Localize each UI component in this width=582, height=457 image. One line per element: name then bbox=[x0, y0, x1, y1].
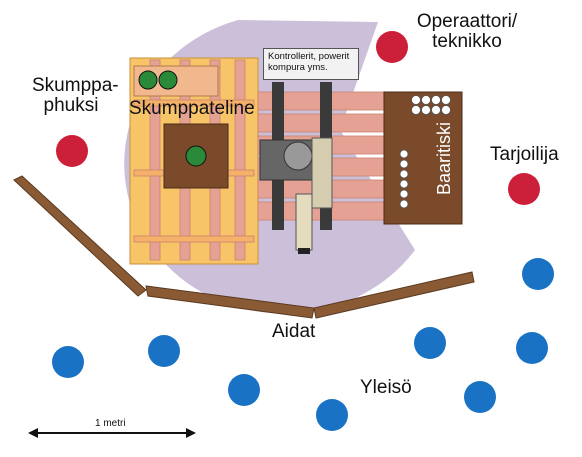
yleiso-label: Yleisö bbox=[360, 377, 412, 398]
scale-label: 1 metri bbox=[95, 418, 126, 429]
audience-marker bbox=[148, 335, 180, 367]
skumppaphuksi-label: Skumppa- phuksi bbox=[32, 75, 119, 116]
glass-icon bbox=[399, 159, 409, 169]
glass-icon bbox=[441, 95, 451, 105]
skumppaphuksi-label-line1: Skumppa- bbox=[32, 75, 119, 96]
controller-panel bbox=[311, 137, 333, 209]
bottle-icon bbox=[158, 70, 178, 90]
staff-marker-operator bbox=[376, 31, 408, 63]
audience-marker bbox=[316, 399, 348, 431]
glass-icons bbox=[399, 95, 451, 209]
glass-icon bbox=[421, 95, 431, 105]
bar-counter bbox=[383, 91, 463, 225]
controller-knob bbox=[283, 141, 313, 171]
glass-icon bbox=[399, 169, 409, 179]
controllers-note: Kontrollerit, powerit kompura yms. bbox=[263, 48, 359, 80]
staff-marker-tarjoilija bbox=[508, 173, 540, 205]
aidat-label: Aidat bbox=[272, 321, 316, 342]
glass-icon bbox=[399, 149, 409, 159]
fence-right bbox=[313, 271, 475, 319]
fence-middle bbox=[145, 285, 315, 319]
fence-left bbox=[13, 175, 147, 297]
scale-arrow-icon bbox=[28, 428, 196, 438]
controllers-note-line1: Kontrollerit, powerit bbox=[268, 51, 350, 62]
operator-label-line2: teknikko bbox=[432, 30, 502, 52]
glass-icon bbox=[431, 105, 441, 115]
glass-icon bbox=[441, 105, 451, 115]
bottle-icon bbox=[138, 70, 158, 90]
glass-icon bbox=[421, 105, 431, 115]
baaritiski-label: Baaritiski bbox=[434, 121, 455, 196]
skumppaphuksi-label-line2: phuksi bbox=[43, 94, 99, 116]
audience-marker bbox=[516, 332, 548, 364]
audience bbox=[52, 258, 554, 431]
glass-icon bbox=[411, 105, 421, 115]
audience-marker bbox=[464, 381, 496, 413]
audience-marker bbox=[228, 374, 260, 406]
audience-marker bbox=[414, 327, 446, 359]
controllers-note-line2: kompura yms. bbox=[268, 62, 328, 74]
audience-marker bbox=[52, 346, 84, 378]
bottle-icon bbox=[185, 145, 207, 167]
staff-marker-skumppaphuksi bbox=[56, 135, 88, 167]
glass-icon bbox=[431, 95, 441, 105]
controller-chair bbox=[295, 193, 313, 251]
fences bbox=[13, 175, 475, 319]
operator-label: Operaattori/ teknikko bbox=[408, 12, 526, 52]
tarjoilija-label: Tarjoilija bbox=[490, 144, 559, 165]
glass-icon bbox=[411, 95, 421, 105]
glass-icon bbox=[399, 199, 409, 209]
glass-icon bbox=[399, 189, 409, 199]
audience-marker bbox=[522, 258, 554, 290]
operator-label-line1: Operaattori/ bbox=[416, 11, 518, 32]
glass-icon bbox=[399, 179, 409, 189]
skumppateline-label: Skumppateline bbox=[129, 98, 255, 119]
